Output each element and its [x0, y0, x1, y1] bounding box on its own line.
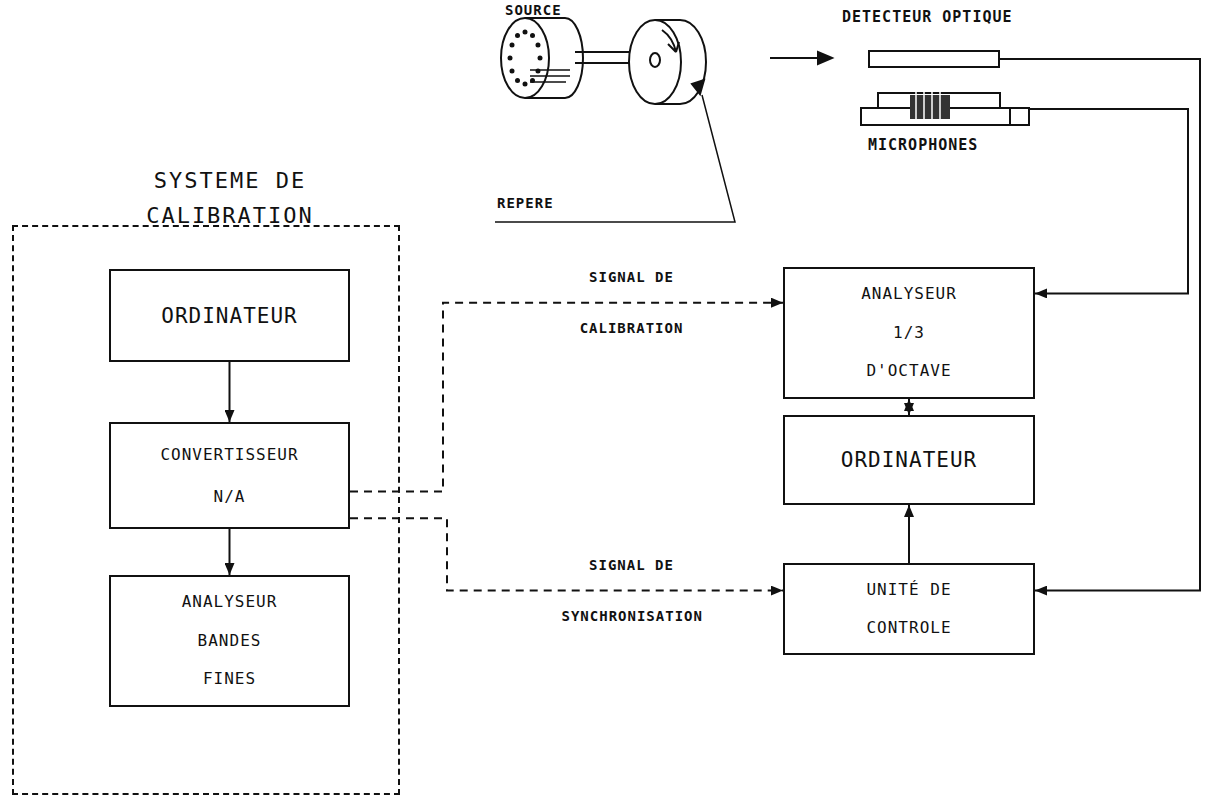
- microphone-outline: [860, 92, 1030, 126]
- drum-hole: [510, 69, 515, 74]
- drum-hole: [530, 33, 535, 38]
- drum-hole: [515, 33, 520, 38]
- disc-face: [629, 20, 681, 104]
- group-box: SYSTEME DE CALIBRATIONORDINATEURCONVERTI…: [12, 225, 400, 795]
- rotation-arrow-head: [668, 42, 679, 52]
- box-label: UNITÉ DE CONTROLE: [859, 571, 959, 648]
- drum-hole: [515, 78, 520, 83]
- box-label: ORDINATEUR: [130, 304, 330, 328]
- process-box: UNITÉ DE CONTROLE: [783, 563, 1035, 655]
- drum-hole: [510, 43, 515, 48]
- leader-line: [495, 95, 735, 222]
- box-label: ORDINATEUR: [809, 448, 1009, 472]
- node-heading: SYSTEME DE CALIBRATION: [145, 163, 315, 233]
- connector-arrow: [908, 505, 910, 563]
- process-box: ORDINATEUR: [109, 269, 350, 362]
- signal-label: SIGNAL DE CALIBRATION: [577, 252, 687, 353]
- detector-symbol: DETECTEUR OPTIQUE: [868, 50, 1000, 68]
- drum-face: [501, 18, 549, 98]
- drum-hole: [538, 56, 543, 61]
- signal-line: [350, 303, 783, 492]
- beam-arrow: [770, 57, 822, 59]
- drum-hole: [508, 56, 513, 61]
- microphone-symbol: MICROPHONES: [860, 92, 1030, 126]
- box-label: ANALYSEUR BANDES FINES: [167, 583, 292, 698]
- connector-arrow: [229, 529, 231, 575]
- part-label: SOURCE: [505, 2, 562, 18]
- drum-hole: [523, 82, 528, 87]
- beam-arrow-head: [818, 52, 832, 64]
- disc-hub: [650, 53, 660, 67]
- process-box: ORDINATEUR: [783, 415, 1035, 505]
- signal-label: SIGNAL DE SYNCHRONISATION: [562, 540, 702, 641]
- node-heading: DETECTEUR OPTIQUE: [842, 8, 1013, 26]
- mark: [692, 80, 704, 94]
- process-box: CONVERTISSEUR N/A: [109, 422, 350, 529]
- signal-line: [350, 518, 783, 590]
- drum-lines: [530, 70, 570, 82]
- connector-arrow: [1030, 109, 1188, 293]
- drum-hole: [523, 30, 528, 35]
- process-box: ANALYSEUR BANDES FINES: [109, 575, 350, 707]
- node-heading: MICROPHONES: [868, 136, 978, 154]
- process-box: ANALYSEUR 1/3 D'OCTAVE: [783, 267, 1035, 399]
- box-label: ANALYSEUR 1/3 D'OCTAVE: [847, 275, 972, 390]
- connector-arrow: [908, 399, 910, 415]
- connector-arrow: [229, 362, 231, 422]
- drum-hole: [535, 43, 540, 48]
- box-label: CONVERTISSEUR N/A: [160, 434, 300, 517]
- drum-back: [565, 18, 583, 98]
- part-label: REPERE: [497, 195, 554, 211]
